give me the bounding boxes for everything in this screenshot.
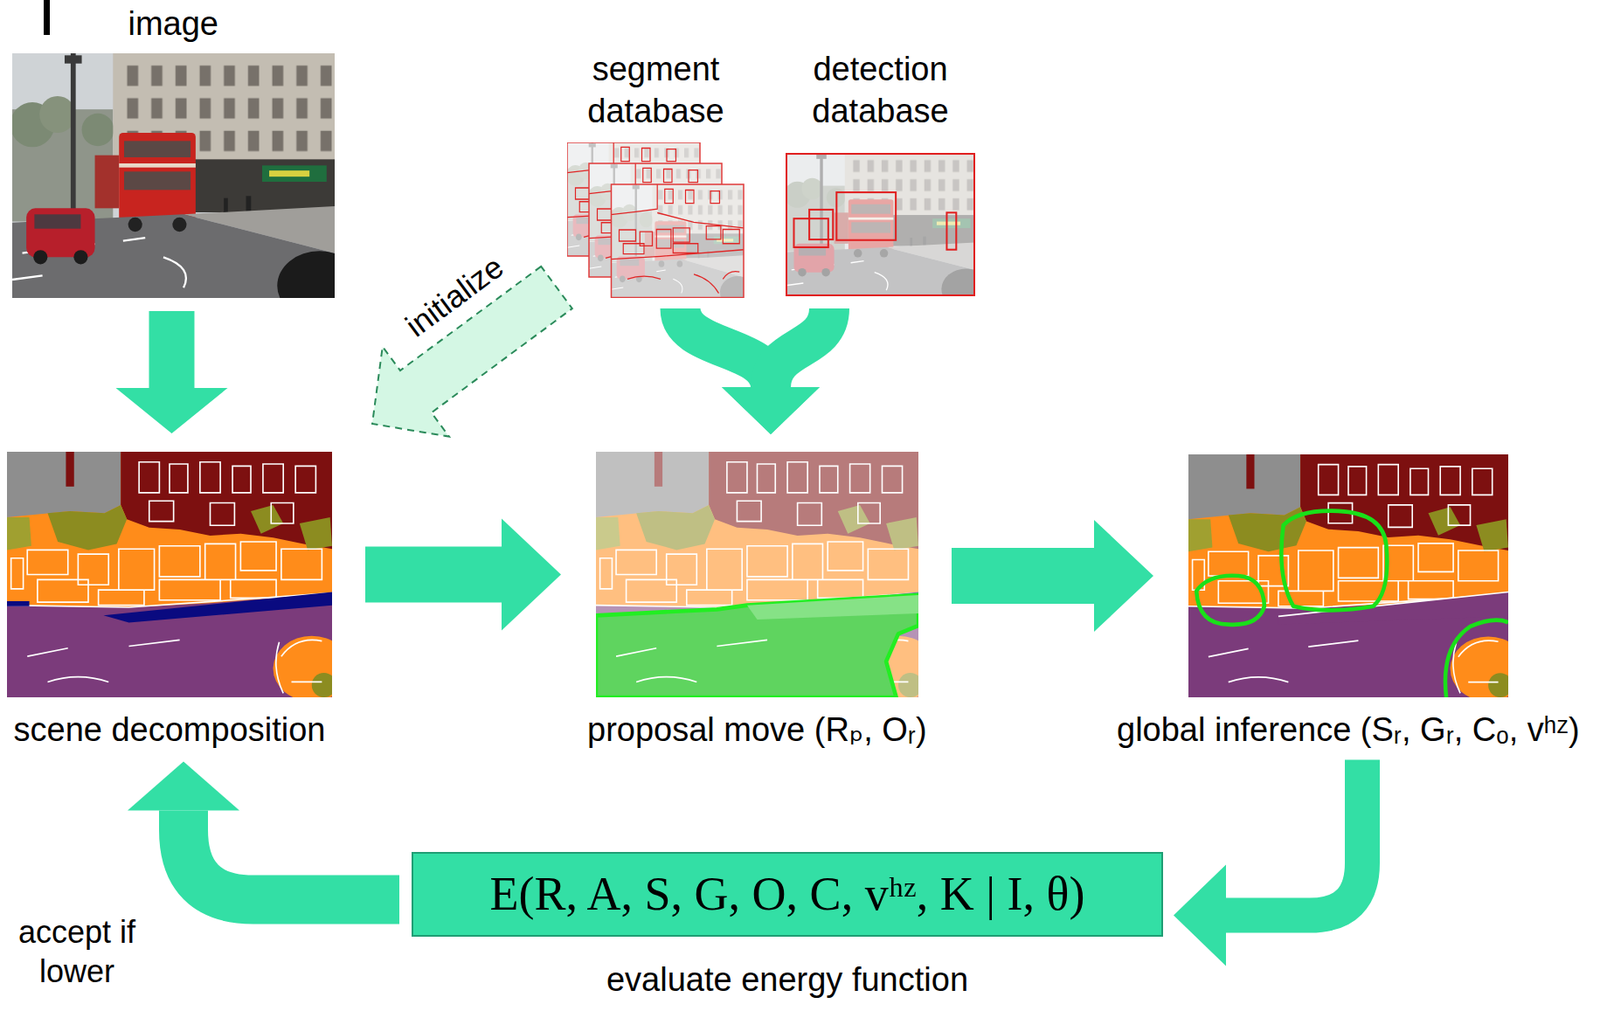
segment-stack xyxy=(566,142,755,309)
arrow-shape xyxy=(365,519,562,631)
arrow-head xyxy=(721,387,820,435)
caption: evaluate energy function xyxy=(413,961,1162,1000)
proposal-map-part xyxy=(595,451,937,702)
proposal-map-part xyxy=(616,639,768,682)
proposal-map-part-part xyxy=(595,451,937,702)
energy-box: E(R, A, S, G, O, C, vʰᶻ, K | I, θ)evalua… xyxy=(411,851,1164,937)
caption: proposal move (Rₚ, Oᵣ) xyxy=(587,709,929,752)
segment-stack-part xyxy=(611,184,745,298)
inference-map-part xyxy=(1196,511,1509,698)
segmentation-map-part xyxy=(6,451,351,702)
segmentation-map-part xyxy=(6,601,30,607)
segment-stack-part xyxy=(609,184,755,309)
arrow-head xyxy=(721,387,820,435)
inference-map-part xyxy=(1188,454,1527,702)
street-photo xyxy=(10,53,362,321)
arrow-shape xyxy=(951,519,1154,632)
caption: scene decomposition xyxy=(13,709,327,752)
arrow-shaft xyxy=(1225,760,1363,916)
detection-image-part-part xyxy=(946,212,956,250)
input-image: image xyxy=(12,53,335,298)
edge-label: accept if lower xyxy=(6,912,147,991)
detection-image-part xyxy=(786,153,975,296)
detection-image-part xyxy=(793,192,956,250)
detection-image-part-part xyxy=(809,209,833,240)
caption: detection database xyxy=(793,48,969,132)
stage-image: global inference (Sᵣ, Gᵣ, Cₒ, vʰᶻ) xyxy=(1188,454,1509,698)
caption: image xyxy=(128,3,221,46)
flow-arrow xyxy=(127,761,400,901)
segmentation-map xyxy=(6,451,351,702)
detection-image-part-part xyxy=(793,218,828,248)
flow-arrow xyxy=(951,519,1154,632)
caption: segment database xyxy=(568,48,744,132)
inference-map-part-part xyxy=(1281,511,1387,611)
arrow-shaft xyxy=(770,308,830,388)
street-photo-part xyxy=(10,53,362,321)
inference-map-part-part xyxy=(1445,620,1509,698)
inference-map xyxy=(1188,454,1527,702)
segment-stack-part-part xyxy=(609,184,755,309)
detection-image-part xyxy=(784,152,992,310)
inference-map-part-part xyxy=(1196,575,1265,625)
stage-image: scene decomposition xyxy=(6,451,333,698)
proposal-map-part xyxy=(747,595,919,620)
segmentation-map-part xyxy=(103,591,333,623)
database-node: detection database xyxy=(785,152,976,297)
illustrations-part xyxy=(43,0,50,35)
detection-image-part-part xyxy=(836,192,896,241)
flow-arrow xyxy=(116,311,229,434)
proposal-map xyxy=(595,451,937,702)
arrow-head xyxy=(127,761,240,811)
segment-stack-part-part xyxy=(610,184,744,294)
inference-map-part xyxy=(1278,592,1509,617)
arrow-shaft xyxy=(183,810,400,901)
energy-formula: E(R, A, S, G, O, C, vʰᶻ, K | I, θ) xyxy=(413,853,1162,936)
proposal-map-part xyxy=(595,595,919,698)
arrow-shape xyxy=(116,311,229,434)
database-node: segment database xyxy=(567,142,745,298)
flow-arrow xyxy=(721,308,830,435)
detection-image xyxy=(784,152,992,310)
stage-image: proposal move (Rₚ, Oᵣ) xyxy=(595,451,919,698)
flow-arrow xyxy=(365,519,562,631)
arrow-head xyxy=(1173,865,1226,967)
flow-arrow xyxy=(1173,760,1363,967)
caption: global inference (Sᵣ, Gᵣ, Cₒ, vʰᶻ) xyxy=(1116,709,1581,752)
